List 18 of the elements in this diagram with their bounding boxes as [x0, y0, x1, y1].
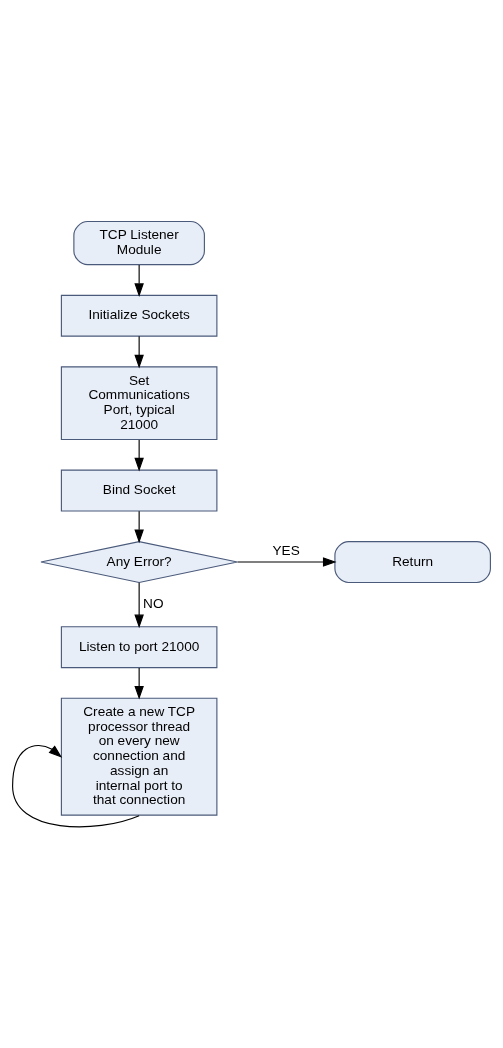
node-box: Listen to port 21000 — [60, 625, 218, 668]
arrow — [236, 556, 337, 567]
arrow — [134, 438, 144, 471]
arrow — [134, 510, 144, 543]
node-box: Create a new TCP processor thread on every new connection and assign an internal port to that connection — [60, 697, 218, 816]
node-box: TCP Listener Module — [73, 220, 205, 265]
node-box: Set Communications Port, typical 21000 — [60, 365, 218, 440]
node-box: Return — [334, 540, 491, 583]
arrow — [134, 263, 144, 297]
edge-label: YES — [272, 542, 300, 558]
node-diamond: Any Error? — [40, 540, 238, 583]
arrow — [134, 335, 144, 368]
node-box: Bind Socket — [60, 469, 218, 511]
edge-label: NO — [143, 595, 164, 611]
arrow — [134, 666, 144, 700]
arrow — [12, 744, 140, 827]
arrow — [134, 581, 144, 628]
node-box: Initialize Sockets — [60, 294, 218, 337]
